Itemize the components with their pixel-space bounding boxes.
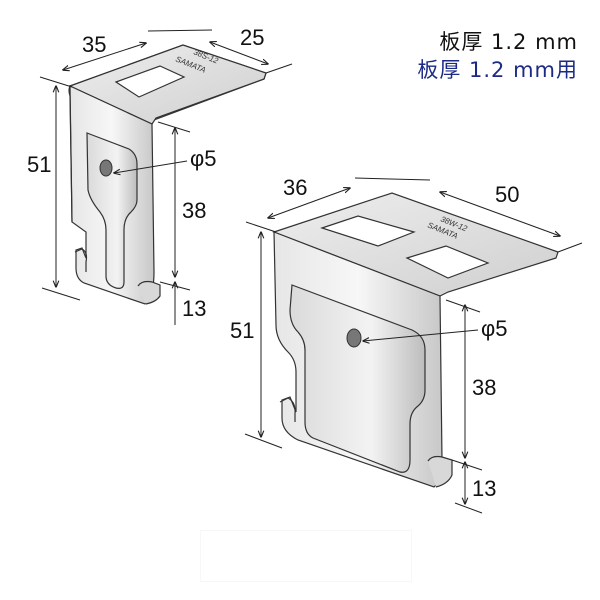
small-hole-to-hook-dim: 38 xyxy=(182,198,206,223)
plate-thickness-label: 板厚 1.2 mm xyxy=(439,30,578,54)
large-hole-to-hook-dim: 38 xyxy=(472,375,496,400)
large-bracket-dimensions xyxy=(244,177,583,514)
large-hole-dim: φ5 xyxy=(481,316,508,341)
small-height-dim: 51 xyxy=(27,152,51,177)
large-mount-hole xyxy=(346,328,362,348)
large-height-dim: 51 xyxy=(230,318,254,343)
small-depth-dim: 35 xyxy=(82,32,106,57)
small-width-dim: 25 xyxy=(240,25,264,50)
blank-area xyxy=(200,530,412,582)
large-width-dim: 50 xyxy=(495,182,519,207)
large-depth-dim: 36 xyxy=(283,175,307,200)
small-bracket-dimensions xyxy=(39,29,293,325)
plate-thickness-usage-label: 板厚 1.2 mm用 xyxy=(417,58,578,82)
large-hook-dim: 13 xyxy=(472,476,496,501)
small-bracket: 38S-12 SAMATA xyxy=(68,44,267,305)
small-mount-hole xyxy=(99,159,113,177)
large-bracket: 38W-12 SAMATA xyxy=(272,192,559,488)
small-hole-dim: φ5 xyxy=(190,146,217,171)
small-hook-dim: 13 xyxy=(182,296,206,321)
